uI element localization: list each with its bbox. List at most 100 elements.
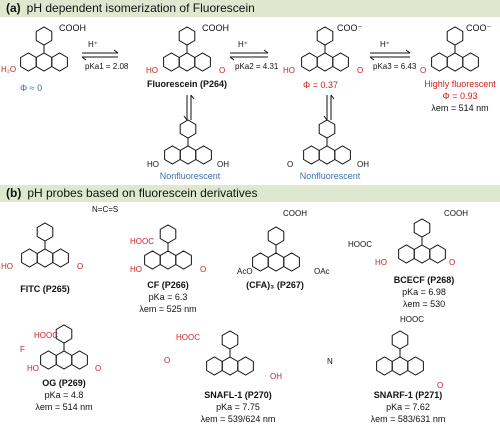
monoanion-coo: COO⁻: [337, 23, 363, 33]
snafl-hooc: HOOC: [176, 333, 200, 342]
bcecf-ring-center: [413, 244, 431, 264]
arrow4-right-head: [190, 94, 195, 100]
panel-b-header: (b) pH probes based on fluorescein deriva…: [0, 185, 500, 202]
cation-ring-left: [20, 52, 37, 72]
monoanion-ho: HO: [283, 66, 295, 75]
fitc-ring-center: [36, 248, 54, 268]
cfa3-name: (CFA)₃ (P267): [246, 280, 304, 290]
panel-a-title: pH dependent isomerization of Fluorescei…: [26, 1, 255, 15]
arrow2-pk: pKa2 = 4.31: [235, 62, 279, 71]
og-o: O: [95, 364, 102, 373]
lactone1-label: Nonfluorescent: [159, 171, 221, 181]
lactone1-phenyl: [179, 119, 197, 139]
cfa3-ring-center: [267, 252, 285, 272]
cation-ring-center: [35, 52, 53, 72]
arrow3-pk: pKa3 = 6.43: [373, 62, 417, 71]
arrow3-reagent: H⁺: [380, 40, 390, 49]
arrow1-pk: pKa1 = 2.08: [85, 62, 129, 71]
cfa3-phenyl: [267, 226, 285, 246]
og-hooc: HOOC: [34, 331, 58, 340]
cation-phenyl: [35, 26, 53, 46]
panel-b-letter: (b): [6, 186, 22, 200]
lactone1-ho: HO: [147, 160, 159, 169]
og-ring-center: [55, 350, 73, 370]
fitc-ring-left: [21, 248, 38, 268]
og-name: OG (P269): [42, 378, 86, 388]
og-pk: pKa = 4.8: [44, 390, 84, 400]
bcecf-pk: pKa = 6.98: [402, 287, 446, 297]
dianion-ring-center: [446, 52, 464, 72]
snafl-lambda: λem = 539/624 nm: [200, 414, 276, 424]
fitc-name: FITC (P265): [20, 284, 70, 294]
snarf-lambda: λem = 583/631 nm: [370, 414, 446, 424]
og-ring-left: [40, 350, 57, 370]
bcecf-o: O: [449, 258, 456, 267]
snafl-o: O: [164, 356, 171, 365]
dianion-label: Highly fluorescent: [424, 79, 496, 89]
cf-lambda: λem = 525 nm: [139, 304, 197, 314]
fluorescein-ring-left: [163, 52, 180, 72]
bcecf-ring-right: [429, 244, 446, 264]
snarf-ring-right: [407, 356, 424, 376]
snarf-ring-left: [376, 356, 393, 376]
panel-a-header: (a) pH dependent isomerization of Fluores…: [0, 0, 500, 17]
cfa3-aco: AcO: [237, 267, 253, 276]
arrow3-bottom-head: [369, 56, 375, 61]
arrow2-reagent: H⁺: [238, 40, 248, 49]
fitc-ho: HO: [1, 262, 13, 271]
cf-name: CF (P266): [147, 280, 189, 290]
snarf-o: O: [437, 381, 444, 390]
fluorescein-name: Fluorescein (P264): [146, 79, 228, 89]
cation-cooh: COOH: [59, 23, 86, 33]
fitc-o: O: [77, 262, 84, 271]
fitc-group: N=C=S: [92, 205, 119, 214]
arrow1-reagent: H⁺: [88, 40, 98, 49]
fluorescein-phenyl: [178, 26, 196, 46]
arrow2-bottom-head: [229, 56, 235, 61]
og-ho: HO: [27, 364, 39, 373]
arrow5-right-head: [330, 94, 335, 100]
lactone1-ring-center: [179, 145, 197, 165]
bcecf-name: BCECF (P268): [393, 275, 455, 285]
panel-b-title: pH probes based on fluorescein derivativ…: [27, 186, 258, 200]
panel-a-letter: (a): [6, 1, 21, 15]
dianion-coo: COO⁻: [466, 23, 492, 33]
dianion-ring-right: [462, 52, 479, 72]
snafl-ring-right: [237, 356, 254, 376]
arrow4-left-head: [183, 115, 188, 121]
snarf-ring-center: [391, 356, 409, 376]
og-lambda: λem = 514 nm: [35, 402, 93, 412]
fluorescein-ho: HO: [146, 66, 158, 75]
fluorescein-ring-right: [194, 52, 211, 72]
snarf-phenyl: [391, 330, 409, 350]
snarf-hooc: HOOC: [400, 315, 424, 324]
lactone2-o: O: [287, 160, 294, 169]
bcecf-phenyl: [413, 218, 431, 238]
cf-ho: HO: [130, 265, 142, 274]
cfa3-cooh: COOH: [283, 209, 307, 218]
lactone2-ring-left: [303, 145, 320, 165]
lactone1-ring-left: [164, 145, 181, 165]
dianion-phi: Φ = 0.93: [442, 91, 478, 101]
fluorescein-o: O: [219, 66, 226, 75]
snafl-pk: pKa = 7.75: [216, 402, 260, 412]
cation-phi: Φ ≈ 0: [20, 83, 43, 93]
og-ring-right: [71, 350, 88, 370]
dianion-lambda: λem = 514 nm: [431, 103, 489, 113]
lactone2-ring-center: [318, 145, 336, 165]
monoanion-ring-center: [316, 52, 334, 72]
cf-pk: pKa = 6.3: [148, 292, 188, 302]
bcecf-hooc: HOOC: [348, 240, 372, 249]
lactone2-ring-right: [334, 145, 351, 165]
fluorescein-ring-center: [178, 52, 196, 72]
bcecf-ho: HO: [375, 258, 387, 267]
cation-substituent: H₂O: [1, 65, 17, 74]
cf-phenyl: [159, 224, 177, 244]
snafl-ring-center: [221, 356, 239, 376]
bcecf-lambda: λem = 530: [402, 299, 446, 309]
snafl-phenyl: [221, 330, 239, 350]
bcecf-ring-left: [398, 244, 415, 264]
dianion-o: O: [420, 66, 427, 75]
cf-ring-left: [144, 250, 161, 270]
dianion-ring-left: [431, 52, 448, 72]
